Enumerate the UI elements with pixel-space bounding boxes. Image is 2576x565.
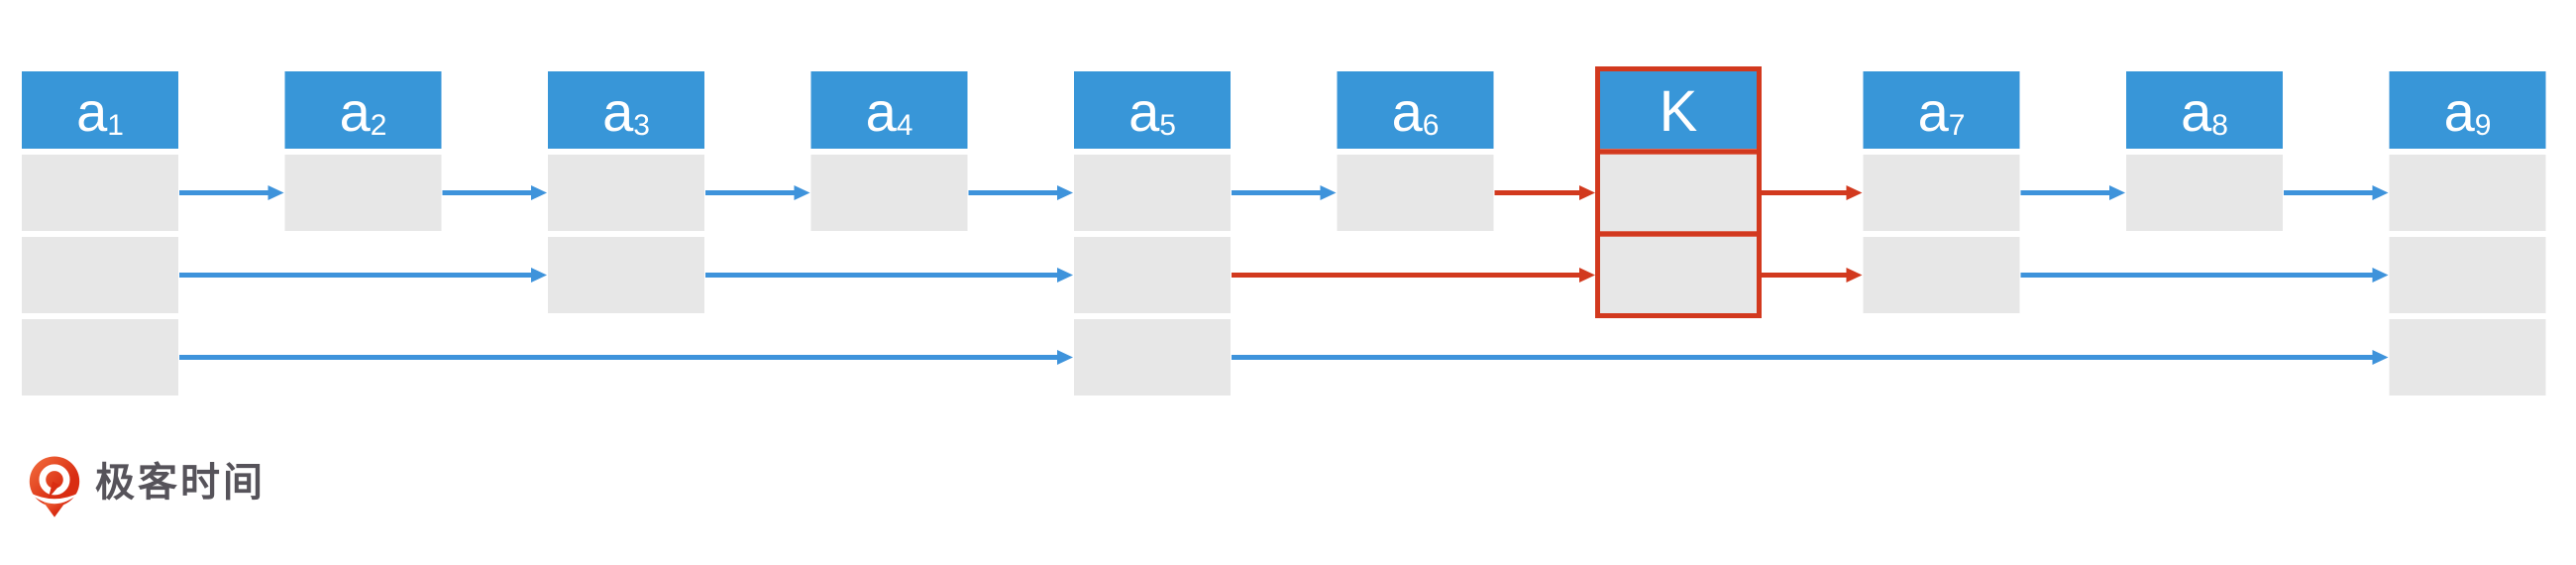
arrow-K-to-a7-level1 [1762, 185, 1863, 200]
node-a5-cell-level2 [1074, 237, 1231, 313]
node-a1: a1 [22, 71, 178, 396]
node-a7-cell-level2 [1863, 237, 2020, 313]
node-a1-header [22, 71, 178, 149]
node-a2: a2 [284, 71, 442, 231]
node-a5-cell-level1 [1074, 155, 1231, 231]
node-a8-label: a8 [2181, 80, 2228, 143]
node-a9-cell-level2 [2389, 237, 2546, 313]
arrowhead-icon [268, 185, 284, 200]
arrow-a1-to-a3-level2 [179, 268, 547, 282]
arrowhead-icon [2372, 185, 2389, 200]
node-a5-header [1074, 71, 1231, 149]
arrowhead-icon [794, 185, 810, 200]
arrow-a7-to-a9-level2 [2020, 268, 2389, 282]
node-a1-label: a1 [76, 80, 124, 143]
node-a4: a4 [810, 71, 968, 231]
node-a7-header [1863, 71, 2020, 149]
node-a4-cell-level1 [810, 155, 968, 231]
node-a3-label: a3 [602, 80, 650, 143]
arrow-a3-to-a5-level2 [705, 268, 1073, 282]
arrow-a5-to-a9-level3 [1232, 350, 2389, 365]
node-a9-cell-level3 [2389, 319, 2546, 396]
arrowhead-icon [1057, 350, 1073, 365]
node-K-cell-level1 [1600, 155, 1757, 231]
arrowhead-icon [1057, 268, 1073, 282]
arrow-a1-to-a2-level1 [179, 185, 284, 200]
node-a3-cell-level2 [548, 237, 704, 313]
node-a6-cell-level1 [1337, 155, 1494, 231]
node-a6: a6 [1337, 71, 1494, 231]
node-a3: a3 [548, 71, 704, 313]
node-a7: a7 [1863, 71, 2020, 313]
node-a9-cell-level1 [2389, 155, 2546, 231]
node-a5-label: a5 [1128, 80, 1176, 143]
node-K-header [1600, 71, 1757, 149]
arrowhead-icon [531, 185, 547, 200]
node-a1-cell-level3 [22, 319, 178, 396]
geektime-logo: 极客时间 [28, 454, 266, 521]
arrowhead-icon [2372, 350, 2389, 365]
geektime-logo-icon [28, 456, 81, 517]
node-a7-cell-level1 [1863, 155, 2020, 231]
arrowhead-icon [1320, 185, 1337, 200]
node-a4-label: a4 [866, 80, 913, 143]
node-a5: a5 [1074, 71, 1231, 396]
node-K: K [1595, 66, 1762, 318]
search-target-outline [1595, 66, 1762, 318]
arrowhead-icon [2372, 268, 2389, 282]
node-a7-label: a7 [1918, 80, 1966, 143]
arrowhead-icon [1579, 268, 1595, 282]
node-a8: a8 [2126, 71, 2283, 231]
node-a5-cell-level3 [1074, 319, 1231, 396]
arrow-a5-to-a6-level1 [1232, 185, 1337, 200]
node-a1-cell-level1 [22, 155, 178, 231]
arrow-a5-to-K-level2 [1232, 268, 1595, 282]
node-a6-label: a6 [1392, 80, 1440, 143]
arrowhead-icon [531, 268, 547, 282]
logo-text: 极客时间 [95, 461, 266, 505]
node-K-cell-level2 [1600, 237, 1757, 313]
node-a8-cell-level1 [2126, 155, 2283, 231]
node-a9-header [2389, 71, 2546, 149]
arrow-K-to-a7-level2 [1762, 268, 1863, 282]
node-K-label: K [1660, 79, 1698, 144]
arrow-a2-to-a3-level1 [442, 185, 547, 200]
node-a2-header [284, 71, 442, 149]
node-a1-cell-level2 [22, 237, 178, 313]
node-a2-label: a2 [340, 80, 387, 143]
arrowhead-icon [2109, 185, 2125, 200]
arrowhead-icon [1579, 185, 1595, 200]
arrowhead-icon [1057, 185, 1073, 200]
arrow-a3-to-a4-level1 [705, 185, 810, 200]
node-a6-header [1337, 71, 1494, 149]
arrow-a7-to-a8-level1 [2020, 185, 2125, 200]
arrowhead-icon [1846, 185, 1863, 200]
node-a4-header [810, 71, 968, 149]
node-a3-header [548, 71, 704, 149]
arrow-a4-to-a5-level1 [968, 185, 1073, 200]
arrow-a8-to-a9-level1 [2284, 185, 2389, 200]
arrowhead-icon [1846, 268, 1863, 282]
node-a9: a9 [2389, 71, 2546, 396]
node-a8-header [2126, 71, 2283, 149]
node-a9-label: a9 [2444, 80, 2492, 143]
node-a3-cell-level1 [548, 155, 704, 231]
node-a2-cell-level1 [284, 155, 442, 231]
arrow-a1-to-a5-level3 [179, 350, 1073, 365]
arrow-a6-to-K-level1 [1494, 185, 1595, 200]
